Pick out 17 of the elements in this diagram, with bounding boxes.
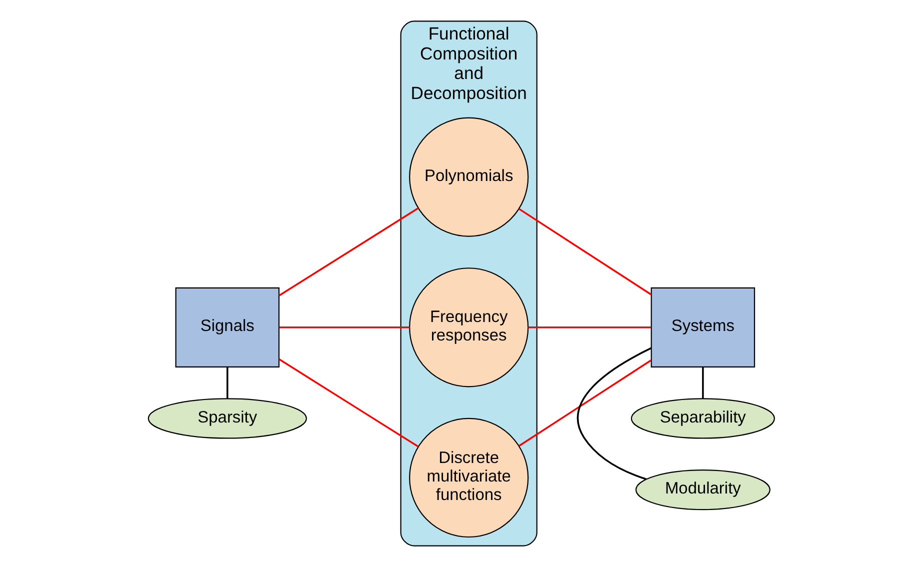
node-circle: Polynomials [409,117,529,237]
connector [577,347,652,480]
connector [518,360,652,447]
node-box: Systems [650,287,756,368]
connector [518,208,652,296]
node-circle: Discrete multivariate functions [409,418,529,538]
connector [278,207,419,296]
node-ellipse: Sparsity [148,398,307,439]
node-box: Signals [175,287,280,368]
connector [278,358,419,448]
node-ellipse: Separability [630,398,775,439]
node-ellipse: Modularity [635,470,770,510]
connector [226,367,228,399]
connector [279,326,410,328]
node-circle: Frequency responses [409,268,529,388]
connector [702,367,704,399]
connector [528,326,652,328]
